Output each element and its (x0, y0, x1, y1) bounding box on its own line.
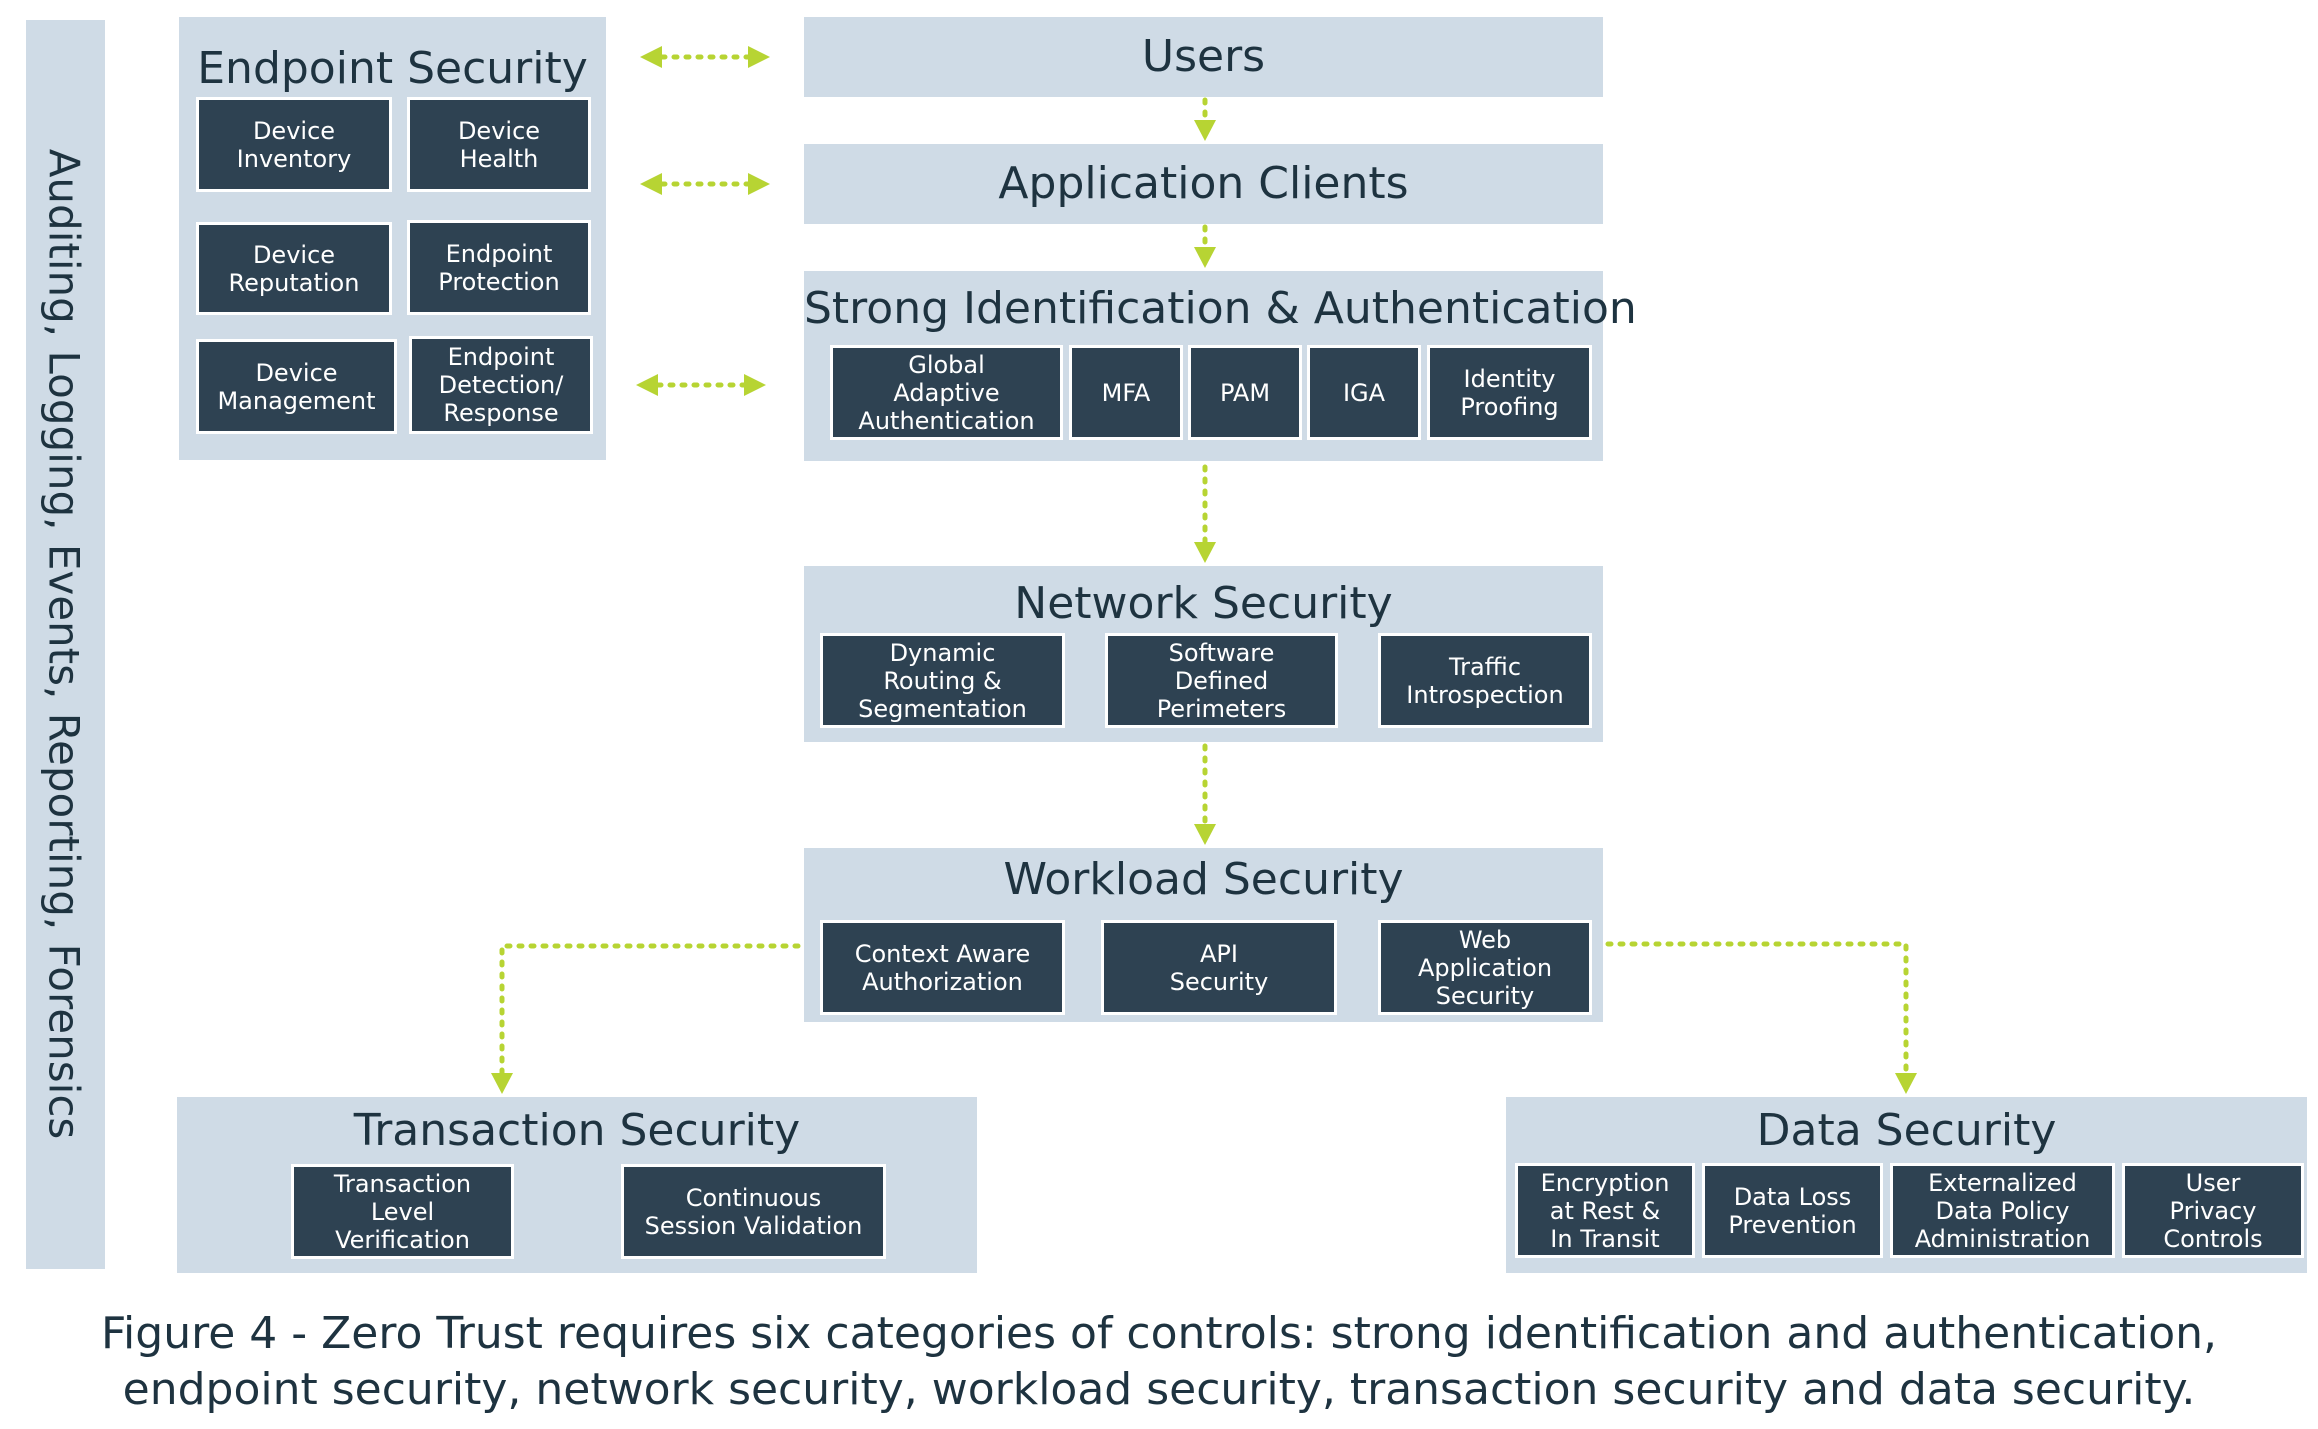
network-security-title: Network Security (1014, 578, 1393, 629)
endpoint-protection-box: Endpoint Protection (407, 220, 591, 315)
caption-line-2: endpoint security, network security, wor… (122, 1364, 2196, 1415)
encryption-box: Encryption at Rest & In Transit (1515, 1163, 1695, 1258)
identity-title: Strong Identification & Authentication (804, 283, 1637, 334)
device-reputation-box: Device Reputation (196, 222, 392, 315)
arrowhead-down-icon (1194, 824, 1216, 845)
context-aware-authorization-box: Context Aware Authorization (820, 920, 1065, 1015)
arrowhead-down-icon (1895, 1073, 1917, 1094)
externalized-data-policy-box: Externalized Data Policy Administration (1890, 1163, 2115, 1258)
identity-panel: Strong Identification & Authentication G… (804, 271, 1637, 461)
application-clients-panel: Application Clients (804, 144, 1603, 224)
arrowhead-right-icon (748, 173, 770, 195)
network-security-panel: Network Security Dynamic Routing & Segme… (804, 566, 1603, 742)
workload-security-panel: Workload Security Context Aware Authoriz… (804, 848, 1603, 1022)
transaction-security-title: Transaction Security (353, 1105, 801, 1156)
data-loss-prevention-box: Data Loss Prevention (1702, 1163, 1883, 1258)
connector-arrows (491, 46, 1917, 1094)
arrowhead-down-icon (1194, 542, 1216, 563)
users-title: Users (1141, 31, 1266, 82)
workload-security-title: Workload Security (1003, 854, 1404, 905)
device-management-box: Device Management (196, 339, 397, 434)
auditing-sidebar (26, 20, 105, 1269)
data-security-panel: Data Security Encryption at Rest & In Tr… (1506, 1097, 2307, 1273)
iga-box: IGA (1307, 345, 1421, 440)
arrowhead-down-icon (1194, 120, 1216, 141)
arrowhead-left-icon (636, 374, 658, 396)
transaction-level-verification-box: Transaction Level Verification (291, 1164, 514, 1259)
identity-proofing-box: Identity Proofing (1427, 345, 1592, 440)
web-application-security-box: Web Application Security (1378, 920, 1592, 1015)
figure-caption: Figure 4 - Zero Trust requires six categ… (0, 1306, 2318, 1418)
users-panel: Users (804, 17, 1603, 97)
arrowhead-down-icon (1194, 247, 1216, 268)
arrowhead-left-icon (640, 173, 662, 195)
software-defined-perimeters-box: Software Defined Perimeters (1105, 633, 1338, 728)
user-privacy-controls-box: User Privacy Controls (2122, 1163, 2304, 1258)
arrowhead-right-icon (748, 46, 770, 68)
endpoint-detection-response-box: Endpoint Detection/ Response (409, 336, 593, 434)
arrowhead-down-icon (491, 1073, 513, 1094)
device-inventory-box: Device Inventory (196, 97, 392, 192)
traffic-introspection-box: Traffic Introspection (1378, 633, 1592, 728)
data-security-title: Data Security (1756, 1105, 2057, 1156)
api-security-box: API Security (1101, 920, 1337, 1015)
caption-line-1: Figure 4 - Zero Trust requires six categ… (100, 1308, 2218, 1359)
pam-box: PAM (1188, 345, 1302, 440)
continuous-session-validation-box: Continuous Session Validation (621, 1164, 886, 1259)
arrowhead-left-icon (640, 46, 662, 68)
endpoint-security-title: Endpoint Security (197, 43, 588, 94)
application-clients-title: Application Clients (998, 158, 1409, 209)
transaction-security-panel: Transaction Security Transaction Level V… (177, 1097, 977, 1273)
mfa-box: MFA (1069, 345, 1183, 440)
device-health-box: Device Health (407, 97, 591, 192)
endpoint-security-panel: Endpoint Security Device Inventory Devic… (179, 17, 606, 460)
global-adaptive-authentication-box: Global Adaptive Authentication (830, 345, 1063, 440)
arrowhead-right-icon (744, 374, 766, 396)
dynamic-routing-segmentation-box: Dynamic Routing & Segmentation (820, 633, 1065, 728)
